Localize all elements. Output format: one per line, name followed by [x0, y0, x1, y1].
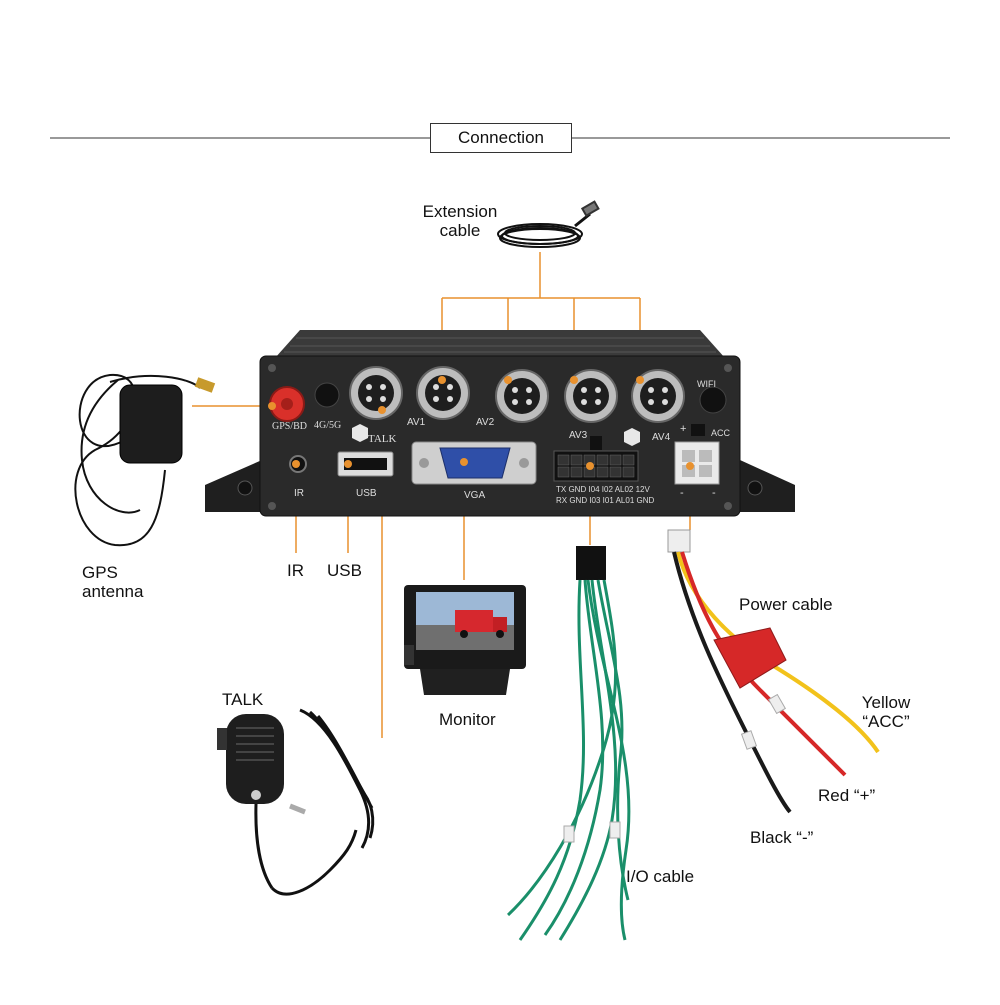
av3-port — [495, 369, 549, 423]
av5-port — [631, 369, 685, 423]
av2-port — [416, 366, 470, 420]
gps-port-label: GPS/BD — [272, 421, 308, 432]
talk-port-label: TALK — [368, 433, 397, 445]
av1-port — [349, 366, 403, 420]
minus-left-label: - — [680, 487, 684, 499]
vga-port — [411, 441, 537, 485]
talk-microphone-image — [217, 708, 375, 896]
ir-label: IR — [287, 561, 304, 580]
usb-port-label: USB — [356, 488, 377, 499]
gps-antenna-label-line2: antenna — [82, 582, 144, 601]
hex-screw — [352, 424, 368, 442]
black-minus-label: Black “-” — [750, 828, 814, 847]
talk-label: TALK — [222, 690, 264, 709]
av4-port-label: AV4 — [652, 432, 671, 443]
av-ports — [349, 366, 685, 423]
plus-port-label: + — [680, 423, 687, 435]
net-port-label: 4G/5G — [314, 420, 342, 431]
usb-port — [337, 451, 394, 477]
io-connector — [553, 436, 639, 482]
extension-cable-image — [497, 200, 600, 248]
monitor-label: Monitor — [439, 710, 496, 729]
ir-port-label: IR — [294, 488, 304, 499]
io-pin-label-top: TX GND I04 I02 AL02 12V — [556, 485, 650, 494]
hex-screw — [624, 428, 640, 446]
acc-port-label: ACC — [711, 428, 731, 438]
net-antenna-port — [314, 382, 340, 408]
leader-endpoints — [268, 376, 694, 470]
extension-cable-label-line1: Extension — [422, 202, 498, 221]
usb-label: USB — [327, 561, 362, 580]
red-plus-label: Red “+” — [818, 786, 876, 805]
gps-antenna-image — [74, 373, 216, 547]
section-title: Connection — [430, 123, 572, 153]
gps-antenna-label-line1: GPS — [82, 563, 118, 582]
io-cable-label: I/O cable — [626, 867, 695, 886]
yellow-acc-label-line2: “ACC” — [862, 712, 910, 731]
av1-port-label: AV1 — [407, 417, 426, 428]
extension-cable-label: Extension cable — [405, 202, 515, 240]
yellow-acc-label: Yellow “ACC” — [846, 693, 926, 731]
io-cable-image — [506, 546, 631, 941]
extension-cable-label-line2: cable — [439, 221, 481, 240]
gps-antenna-label: GPS antenna — [82, 563, 143, 601]
vga-port-label: VGA — [464, 490, 486, 501]
power-cable-label: Power cable — [739, 595, 833, 614]
power-cable-image — [667, 529, 880, 814]
yellow-acc-label-line1: Yellow — [861, 693, 911, 712]
minus-right-label: - — [712, 487, 716, 499]
io-pin-label-bottom: RX GND I03 I01 AL01 GND — [556, 496, 655, 505]
power-connector — [674, 424, 720, 485]
av4-port — [564, 369, 618, 423]
av3-port-label: AV3 — [569, 430, 588, 441]
wifi-antenna-port — [699, 386, 727, 414]
wifi-port-label: WIFI — [697, 379, 716, 389]
monitor-image — [404, 585, 526, 695]
av2-port-label: AV2 — [476, 417, 495, 428]
